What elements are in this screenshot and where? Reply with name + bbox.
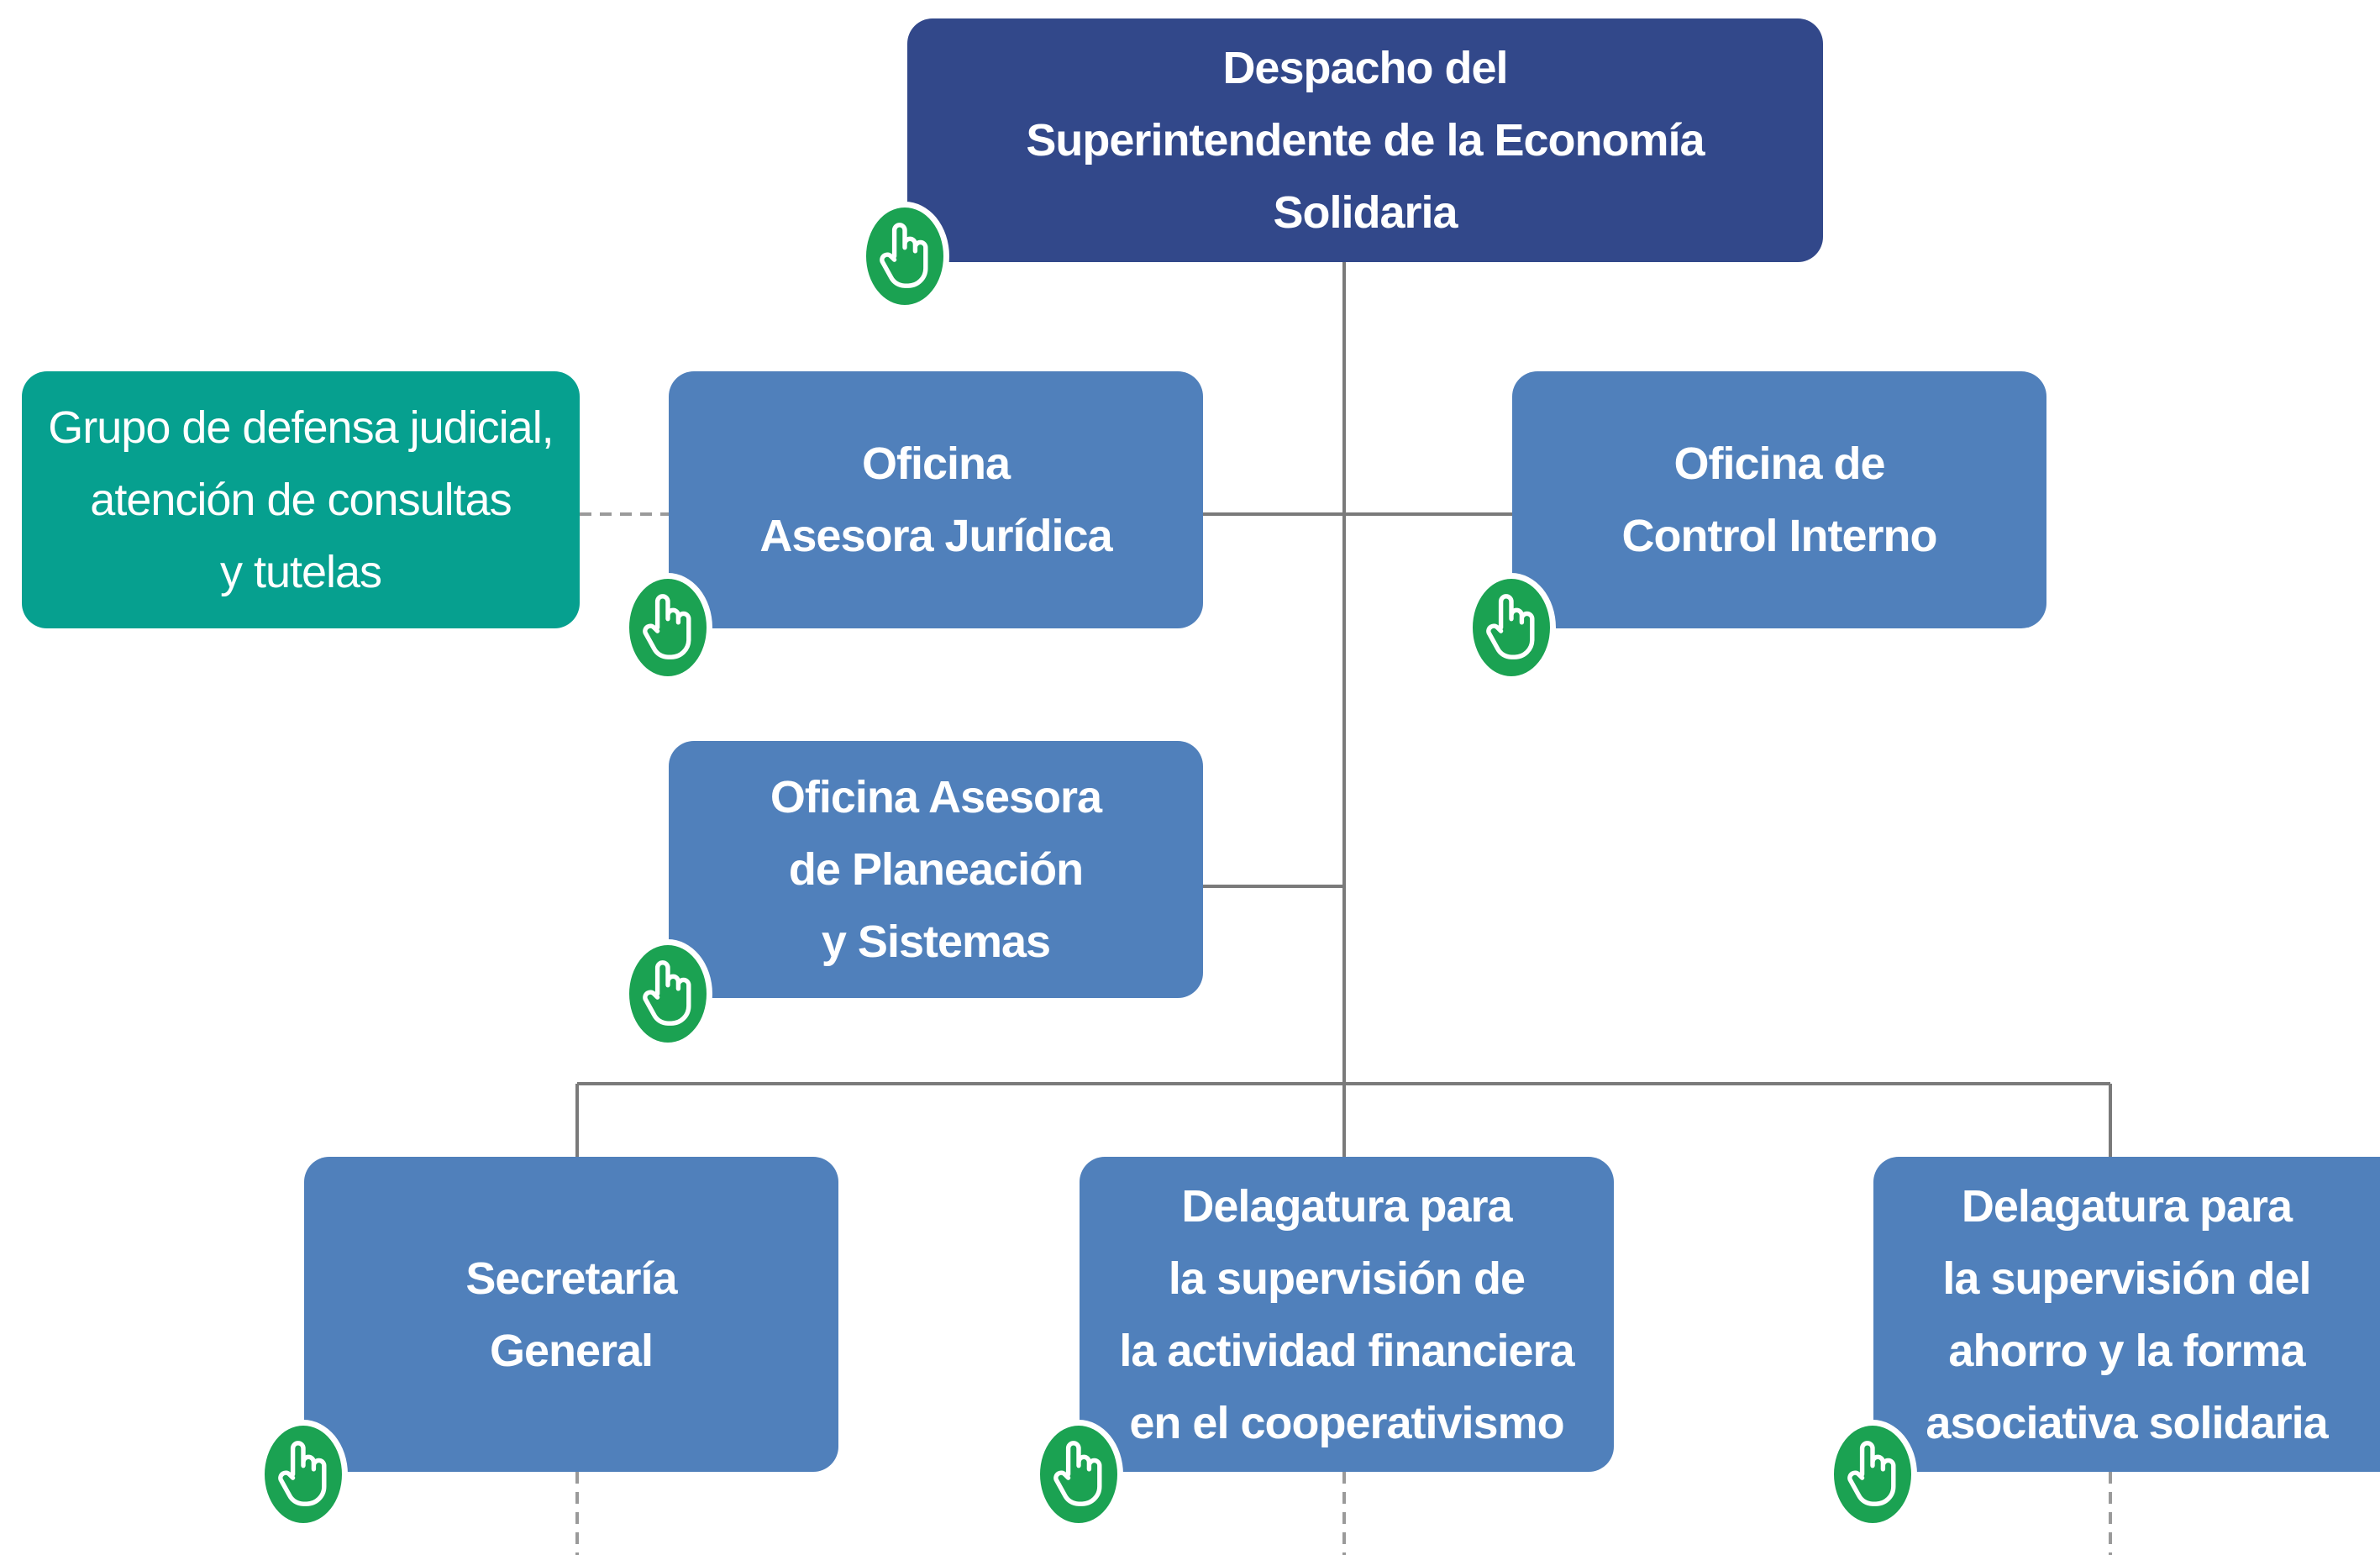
pointing-hand-icon — [643, 594, 691, 659]
ahorro-label: Delagatura para la supervisión del ahorr… — [1926, 1180, 2328, 1448]
delegatura-ahorro-asociativa-box[interactable]: Delagatura para la supervisión del ahorr… — [1873, 1157, 2380, 1472]
planeacion-link-button[interactable] — [623, 939, 712, 1048]
despacho-superintendente-box[interactable]: Despacho del Superintendente de la Econo… — [907, 18, 1823, 262]
pointing-hand-icon — [278, 1441, 327, 1506]
delegatura-actividad-financiera-box[interactable]: Delagatura para la supervisión de la act… — [1080, 1157, 1614, 1472]
pointing-hand-icon — [643, 960, 691, 1026]
ahorro-link-button[interactable] — [1828, 1420, 1917, 1529]
financiera-label: Delagatura para la supervisión de la act… — [1119, 1180, 1574, 1448]
juridica-label: Oficina Asesora Jurídica — [759, 439, 1112, 561]
grupo-label: Grupo de defensa judicial, atención de c… — [48, 402, 554, 597]
secretaria-label: Secretaría General — [465, 1253, 677, 1376]
control-label: Oficina de Control Interno — [1621, 439, 1938, 561]
pointing-hand-icon — [1847, 1441, 1896, 1506]
grupo-defensa-judicial-box: Grupo de defensa judicial, atención de c… — [22, 371, 580, 628]
juridica-link-button[interactable] — [623, 573, 712, 682]
oficina-control-interno-box[interactable]: Oficina de Control Interno — [1512, 371, 2046, 628]
despacho-link-button[interactable] — [860, 202, 949, 311]
pointing-hand-icon — [880, 223, 928, 288]
secretaria-link-button[interactable] — [259, 1420, 348, 1529]
planeacion-label: Oficina Asesora de Planeación y Sistemas — [770, 772, 1102, 967]
despacho-label: Despacho del Superintendente de la Econo… — [1026, 43, 1705, 238]
control-interno-link-button[interactable] — [1467, 573, 1556, 682]
oficina-planeacion-sistemas-box[interactable]: Oficina Asesora de Planeación y Sistemas — [669, 741, 1203, 998]
financiera-link-button[interactable] — [1034, 1420, 1123, 1529]
pointing-hand-icon — [1486, 594, 1535, 659]
secretaria-general-box[interactable]: Secretaría General — [304, 1157, 838, 1472]
pointing-hand-icon — [1053, 1441, 1102, 1506]
oficina-asesora-juridica-box[interactable]: Oficina Asesora Jurídica — [669, 371, 1203, 628]
